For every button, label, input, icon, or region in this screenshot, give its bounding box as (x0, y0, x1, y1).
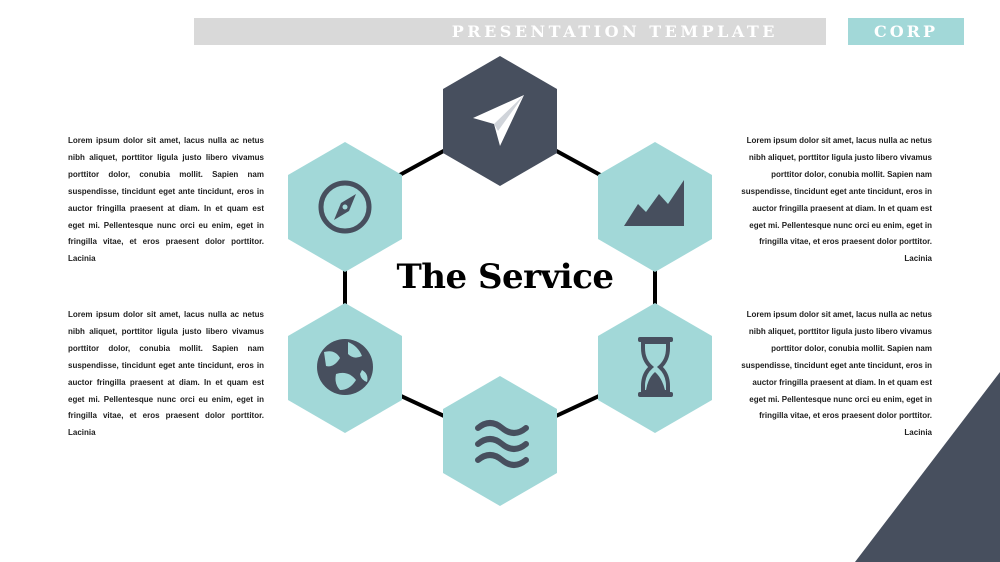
paragraph-top-left: Lorem ipsum dolor sit amet, lacus nulla … (68, 136, 264, 264)
hexagon-area-chart (598, 142, 712, 272)
paragraph-bottom-left: Lorem ipsum dolor sit amet, lacus nulla … (68, 310, 264, 438)
hexagon-globe (288, 303, 402, 433)
hourglass-icon (638, 337, 673, 397)
corp-label: CORP (874, 22, 938, 41)
compass-icon (318, 180, 372, 234)
hexagon-waves (443, 376, 557, 506)
header-title: PRESENTATION TEMPLATE (451, 22, 778, 41)
hexagon-hourglass (598, 303, 712, 433)
hexagon-compass (288, 142, 402, 272)
corp-badge: CORP (848, 18, 964, 45)
paragraph-bottom-right: Lorem ipsum dolor sit amet, lacus nulla … (741, 310, 932, 438)
area-chart-icon (624, 180, 684, 226)
hexagon-paper-plane (443, 56, 557, 186)
paper-plane-icon (473, 95, 524, 146)
center-title: The Service (396, 257, 614, 297)
paragraph-top-right: Lorem ipsum dolor sit amet, lacus nulla … (741, 136, 932, 264)
header-bar: PRESENTATION TEMPLATE (194, 18, 826, 45)
waves-icon (475, 420, 529, 468)
globe-icon (317, 339, 373, 395)
